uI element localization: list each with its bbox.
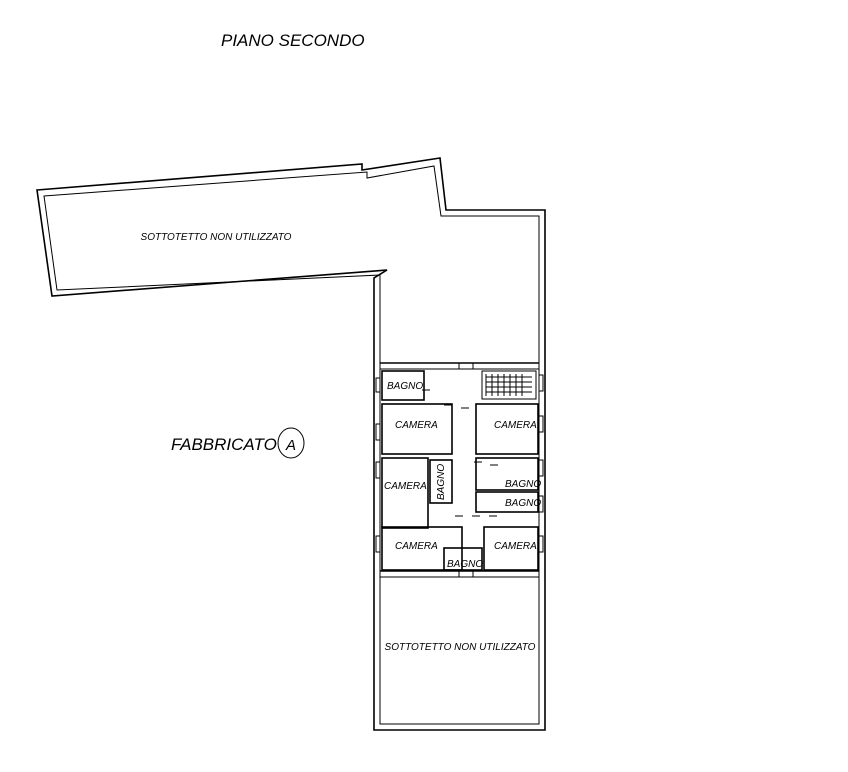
- room-camera-left-2: CAMERA: [384, 481, 427, 492]
- room-bagno-top-left: BAGNO: [387, 381, 423, 392]
- plan-title: PIANO SECONDO: [221, 31, 365, 50]
- room-camera-right-3: CAMERA: [494, 541, 537, 552]
- attic-upper-label: SOTTOTETTO NON UTILIZZATO: [141, 232, 292, 243]
- room-bagno-vertical: BAGNO: [436, 464, 447, 500]
- room-bagno-right-2: BAGNO: [505, 498, 541, 509]
- apartment-block: BAGNO CAMERA CAMERA CAMERA BAGNO BAGNO B…: [375, 362, 544, 578]
- windows-left: [375, 377, 381, 553]
- building-id: A: [285, 437, 296, 454]
- room-camera-left-3: CAMERA: [395, 541, 438, 552]
- room-bagno-bottom: BAGNO: [447, 559, 483, 570]
- staircase: [481, 370, 537, 400]
- door-top: [458, 362, 474, 370]
- room-bagno-right-1: BAGNO: [505, 479, 541, 490]
- room-camera-right-1: CAMERA: [494, 420, 537, 431]
- corridor-openings: [422, 389, 498, 517]
- building-label: FABBRICATO: [171, 435, 277, 454]
- building-id-marker: A: [277, 427, 305, 459]
- attic-lower-label: SOTTOTETTO NON UTILIZZATO: [385, 642, 536, 653]
- room-camera-left-1: CAMERA: [395, 420, 438, 431]
- door-bottom: [458, 570, 474, 578]
- windows-right: [538, 374, 544, 553]
